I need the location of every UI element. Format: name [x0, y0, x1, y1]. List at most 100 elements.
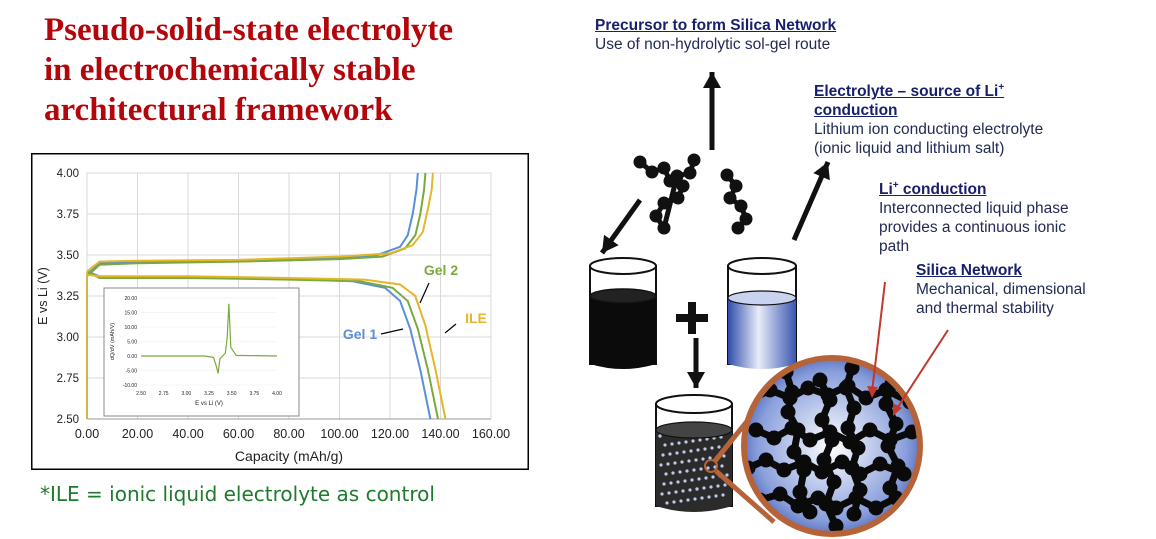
electrolyte-text-1: Lithium ion conducting electrolyte: [814, 121, 1044, 139]
silica-network-diagram: [589, 72, 949, 537]
gel-speck: [669, 481, 673, 485]
gel-speck: [682, 450, 686, 454]
li-conduction-text-3: path: [879, 238, 910, 256]
gel-speck: [684, 440, 688, 444]
series-ile-discharge-line: [86, 273, 447, 420]
inset-y-tick-label: -5.00: [126, 369, 138, 375]
gel-speck: [658, 434, 662, 438]
electrolyte-heading: Electrolyte – source of Li+: [814, 78, 1043, 101]
network-particle: [872, 456, 888, 472]
precursor-label: Precursor to form Silica Network Use of …: [595, 16, 836, 54]
gel-speck: [672, 500, 676, 504]
network-particle: [814, 412, 830, 428]
li-conduction-heading-rest: conduction: [898, 181, 987, 199]
network-particle: [890, 458, 906, 474]
inset-x-tick-label: 3.50: [227, 391, 237, 397]
gel-speck: [701, 457, 705, 461]
gel-speck: [693, 497, 697, 501]
gel-speck: [708, 456, 712, 460]
network-particle: [826, 474, 842, 490]
inset-x-tick-label: 2.75: [159, 391, 169, 397]
gel-speck: [700, 496, 704, 500]
title-line-3: architectural framework: [44, 92, 393, 128]
gel-speck: [676, 480, 680, 484]
series-gel-2-discharge-line: [86, 270, 439, 420]
network-particle: [800, 380, 816, 396]
gel-speck: [698, 438, 702, 442]
li-conduction-label: Li+ conduction Interconnected liquid pha…: [879, 176, 1069, 256]
y-tick-label: 3.00: [57, 332, 79, 344]
x-tick-label: 100.00: [320, 427, 358, 441]
gel-speck: [717, 445, 721, 449]
network-particle: [868, 500, 884, 516]
network-particle: [882, 480, 898, 496]
arrow-to-electrolyte-head: [813, 162, 830, 181]
gel-speck: [707, 495, 711, 499]
network-particle: [862, 422, 878, 438]
gel-speck: [704, 476, 708, 480]
gel-speck: [687, 459, 691, 463]
gel-speck: [720, 464, 724, 468]
slide-title: Pseudo-solid-state electrolyte in electr…: [44, 10, 564, 130]
molecule-atom: [671, 191, 685, 205]
y-tick-label: 3.50: [57, 250, 79, 262]
inset-y-tick-label: 20.00: [124, 296, 137, 302]
pointer-li-conduction-head: [867, 386, 878, 398]
blue-beaker-rim: [727, 257, 797, 275]
chart-series: [86, 172, 447, 420]
network-particle: [822, 392, 838, 408]
gel-speck: [696, 448, 700, 452]
li-conduction-heading-li: Li: [879, 181, 893, 199]
gel-speck: [685, 469, 689, 473]
molecule-atom: [657, 221, 671, 235]
gel-speck: [723, 483, 727, 487]
annotation-gel-1: Gel 1: [343, 326, 377, 342]
gel-speck: [678, 470, 682, 474]
gel-speck: [663, 443, 667, 447]
molecule-atom: [657, 161, 671, 175]
title-line-1: Pseudo-solid-state electrolyte: [44, 12, 454, 48]
electrolyte-heading-text: Electrolyte – source of Li: [814, 83, 999, 101]
pointer-silica-network-head: [893, 403, 902, 416]
inset-x-tick-label: 3.25: [204, 391, 214, 397]
annotation-gel-2: Gel 2: [424, 262, 458, 278]
gel-speck: [695, 487, 699, 491]
gel-speck: [697, 477, 701, 481]
y-tick-label: 4.00: [57, 168, 79, 180]
inset-x-tick-label: 3.75: [249, 391, 259, 397]
gel-speck: [706, 466, 710, 470]
black-beaker-liquid: [590, 296, 656, 369]
inset-x-tick-label: 3.00: [181, 391, 191, 397]
gel-speck: [683, 479, 687, 483]
molecule-atom: [739, 212, 753, 226]
gel-speck: [686, 498, 690, 502]
gel-speck: [709, 485, 713, 489]
inset-x-axis-title: E vs Li (V): [195, 401, 223, 407]
gel-speck: [662, 482, 666, 486]
molecule-atom: [649, 209, 663, 223]
x-tick-label: 80.00: [273, 427, 304, 441]
series-gel-2-charge-line: [86, 172, 427, 278]
gel-speck: [722, 454, 726, 458]
gel-beaker-rim: [655, 394, 733, 414]
gel-speck: [716, 484, 720, 488]
arrow-to-black-beaker-head: [602, 234, 619, 253]
y-tick-label: 3.75: [57, 209, 79, 221]
molecule-atom: [683, 166, 697, 180]
gel-speck: [668, 452, 672, 456]
y-tick-label: 3.25: [57, 291, 79, 303]
network-particle: [846, 400, 862, 416]
electrolyte-heading-line2: conduction: [814, 102, 898, 120]
inset-y-axis-title: dQ/dV (mAh/V): [110, 323, 116, 360]
network-particle: [824, 432, 840, 448]
network-particle: [888, 416, 904, 432]
network-particle: [776, 462, 792, 478]
network-particle: [840, 420, 856, 436]
network-particle: [772, 486, 788, 502]
molecule-atom: [645, 165, 659, 179]
gel-speck: [673, 461, 677, 465]
inset-y-tick-label: 5.00: [127, 340, 137, 346]
zoom-origin-circle: [704, 459, 718, 473]
li-conduction-text-1: Interconnected liquid phase: [879, 200, 1069, 218]
